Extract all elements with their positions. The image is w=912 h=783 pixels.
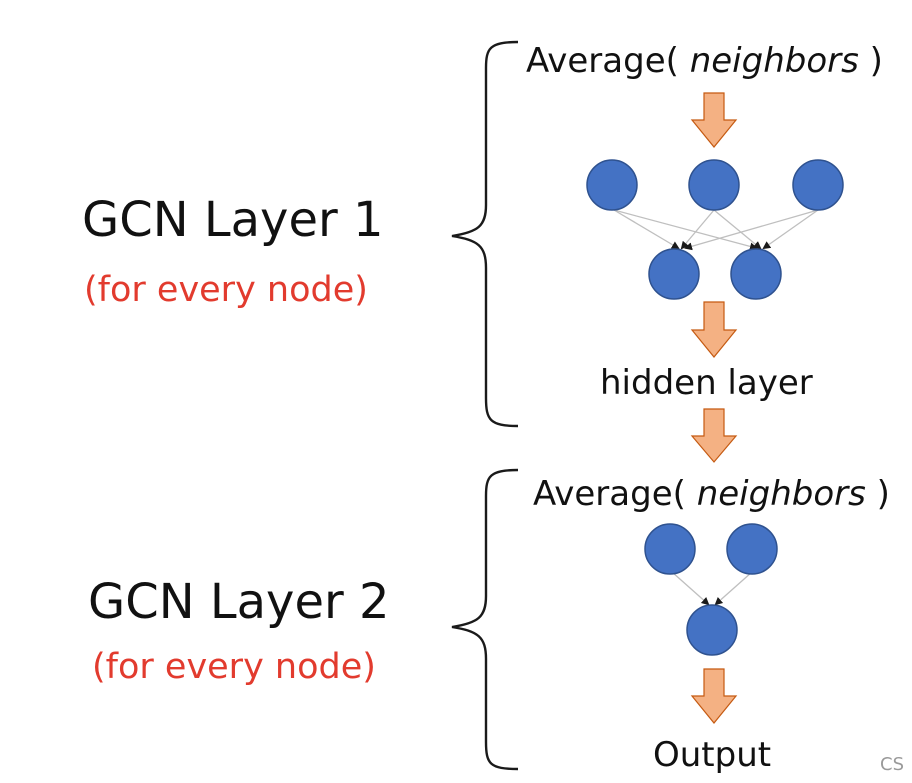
arrow-to-layer2 — [690, 408, 738, 463]
layer1-aggregated-nodes — [648, 248, 782, 300]
node — [586, 159, 638, 211]
node — [792, 159, 844, 211]
layer1-aggregate-arg: neighbors — [689, 41, 859, 81]
edge-l1-b3 — [762, 209, 819, 250]
node — [648, 248, 700, 300]
edge-l1-a1 — [613, 209, 680, 250]
edge-l1-a3 — [684, 209, 819, 251]
node — [726, 523, 778, 575]
arrow-to-output — [690, 668, 738, 724]
layer2-aggregate-close: ) — [876, 474, 890, 514]
layer2-brace — [451, 468, 519, 771]
edge-l1-b2 — [713, 209, 762, 250]
edge-l1-b1 — [613, 209, 758, 251]
layer1-title: GCN Layer 1 — [82, 192, 384, 248]
arrow-to-hidden — [690, 301, 738, 358]
layer1-aggregate-func: Average( — [526, 41, 679, 81]
arrow-aggregate-1 — [690, 92, 738, 148]
layer2-aggregate-arg: neighbors — [696, 474, 866, 514]
layer1-edges — [613, 209, 819, 251]
edge-l1-a2 — [680, 209, 715, 250]
layer1-input-nodes — [586, 159, 844, 211]
node — [688, 159, 740, 211]
layer2-aggregate-label: Average( neighbors ) — [533, 477, 890, 511]
watermark: CS — [880, 754, 904, 775]
down-arrows — [690, 92, 738, 724]
layer2-edges — [671, 571, 753, 606]
layer1-brace — [451, 40, 519, 428]
layer2-aggregate-func: Average( — [533, 474, 686, 514]
edge-l2-a — [671, 571, 710, 606]
node — [730, 248, 782, 300]
edge-l2-b — [714, 571, 753, 606]
layer2-output-node — [686, 604, 738, 656]
layer2-input-nodes — [644, 523, 778, 575]
layer2-title: GCN Layer 2 — [88, 574, 390, 630]
output-label: Output — [653, 735, 772, 775]
layer1-aggregate-label: Average( neighbors ) — [526, 44, 883, 78]
layer2-subtitle: (for every node) — [92, 647, 376, 687]
node — [686, 604, 738, 656]
node — [644, 523, 696, 575]
layer1-subtitle: (for every node) — [84, 270, 368, 310]
hidden-layer-label: hidden layer — [600, 363, 813, 403]
layer1-aggregate-close: ) — [869, 41, 883, 81]
